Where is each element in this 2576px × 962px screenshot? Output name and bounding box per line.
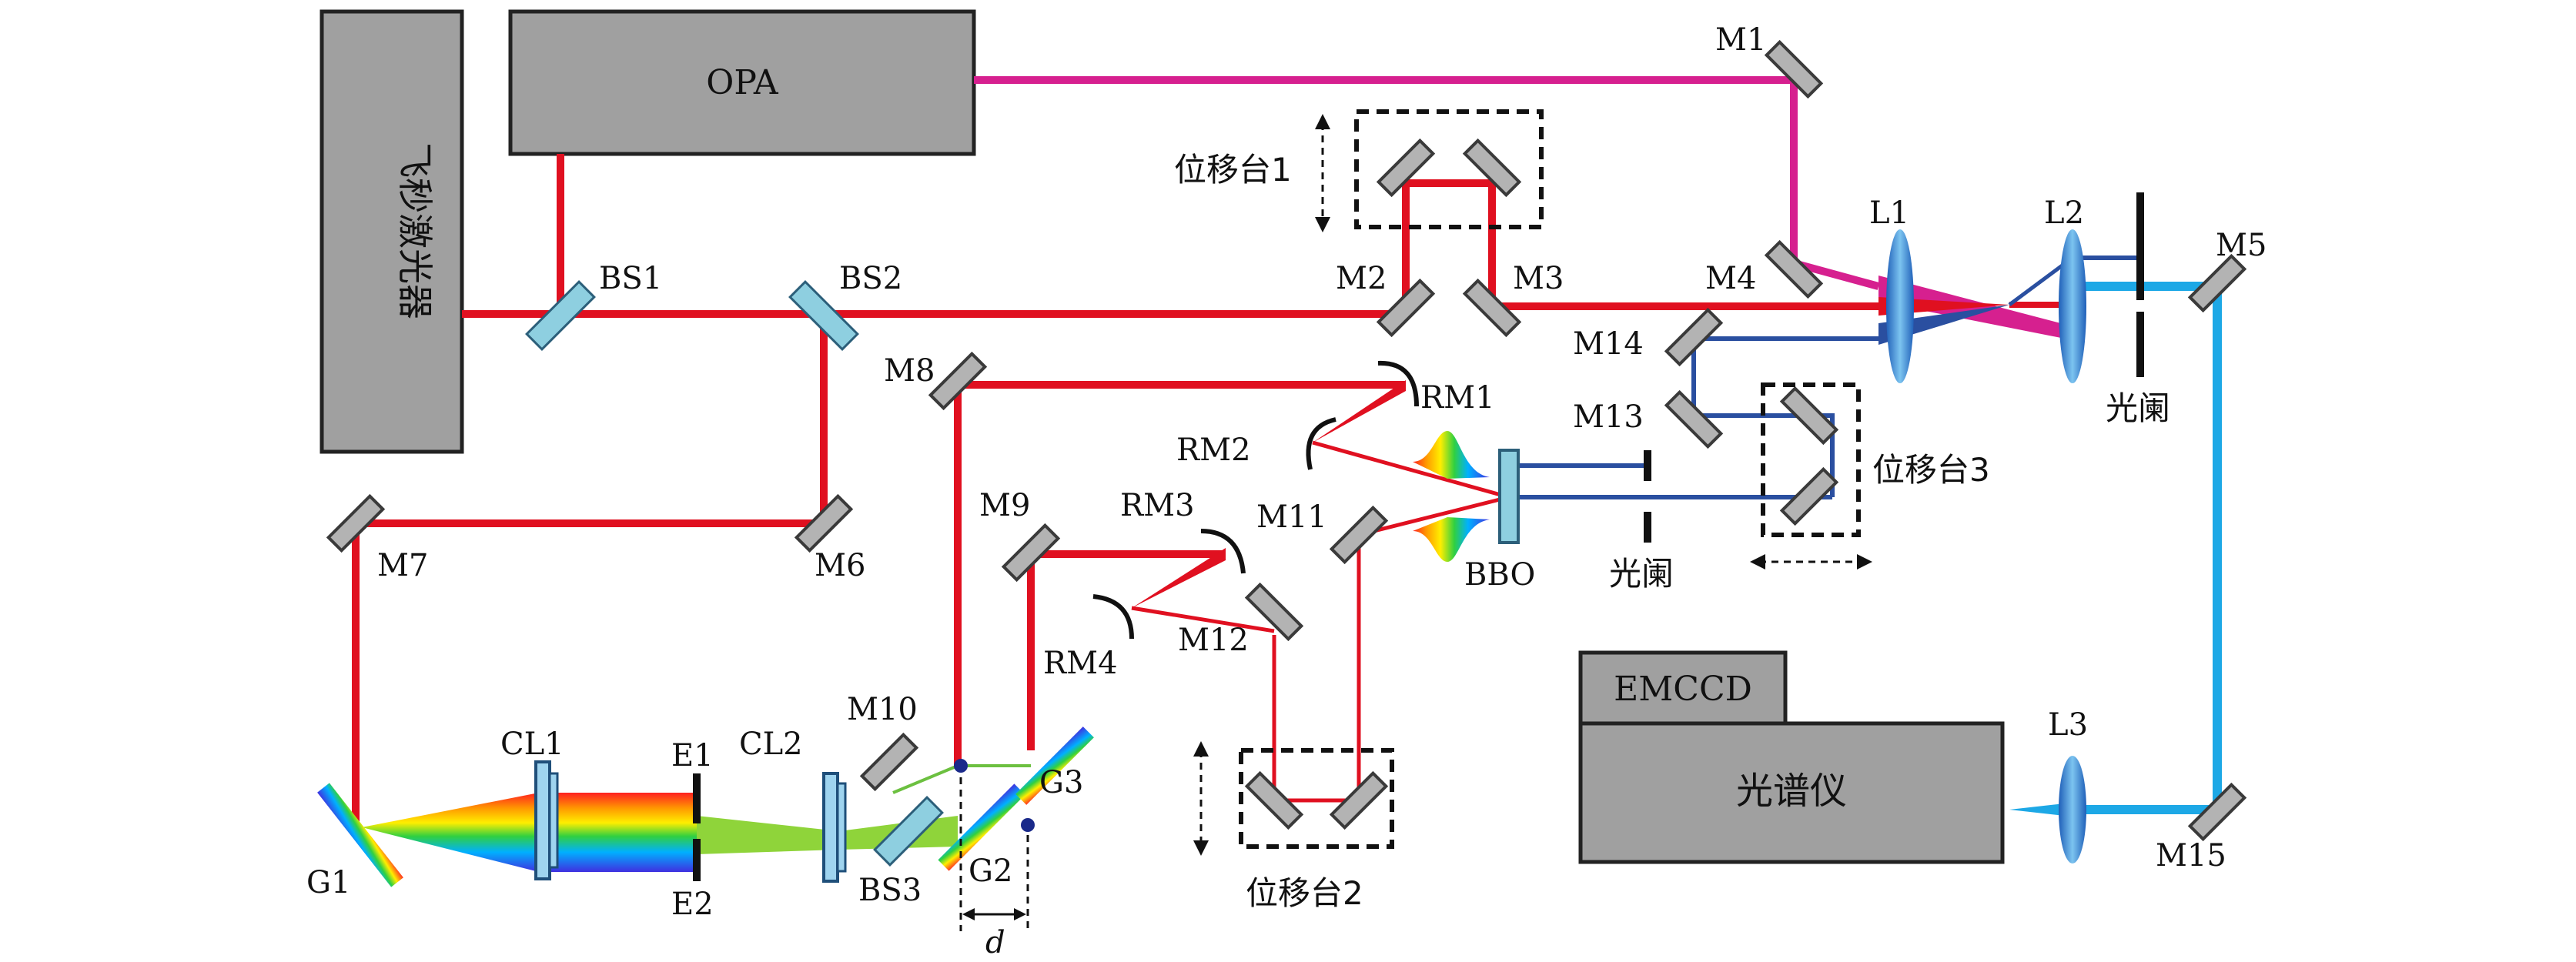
beamsplitter-BS1 xyxy=(525,280,596,351)
pulse-shape-upper xyxy=(1413,431,1490,479)
curved-mirror-RM1 xyxy=(1377,360,1419,407)
cylindrical-lens-CL2 xyxy=(822,772,847,883)
cylindrical-lens-CL1 xyxy=(534,760,559,880)
label-BS2: BS2 xyxy=(839,261,902,296)
mirror-M7 xyxy=(326,493,386,553)
mirror-M4 xyxy=(1764,239,1824,299)
mirror-M8 xyxy=(928,351,988,411)
delay-stage-1 xyxy=(1354,109,1544,229)
label-M3: M3 xyxy=(1513,261,1564,296)
stage1-arrow xyxy=(1315,114,1330,232)
mirror-M15 xyxy=(2187,782,2247,842)
stage1-mirror-left xyxy=(1376,138,1436,198)
label-M8: M8 xyxy=(884,353,935,389)
mirror-M3 xyxy=(1462,278,1522,338)
label-G2: G2 xyxy=(969,853,1012,889)
label-E1: E1 xyxy=(671,738,714,773)
mirror-M9 xyxy=(1001,523,1061,583)
mirror-M2 xyxy=(1376,278,1436,338)
label-M5: M5 xyxy=(2216,228,2267,263)
label-RM4: RM4 xyxy=(1043,646,1118,681)
stage1-mirror-right xyxy=(1462,138,1522,198)
label-M7: M7 xyxy=(377,548,428,583)
probe-beams xyxy=(1509,256,2140,499)
label-aperture-bottom: 光阑 xyxy=(1609,555,1674,593)
mirror-M10 xyxy=(859,732,919,792)
label-M14: M14 xyxy=(1573,326,1644,362)
label-M12: M12 xyxy=(1178,623,1249,658)
opa-beam xyxy=(974,76,2073,340)
stage2-mirror-left xyxy=(1244,770,1304,830)
mirror-M12 xyxy=(1244,582,1304,642)
grating-G1 xyxy=(317,783,403,887)
label-RM2: RM2 xyxy=(1176,433,1251,468)
label-M4: M4 xyxy=(1705,261,1756,296)
mirror-M11 xyxy=(1329,505,1389,565)
label-M15: M15 xyxy=(2156,838,2226,873)
label-M1: M1 xyxy=(1715,22,1766,58)
stage2-arrow xyxy=(1193,741,1209,856)
emccd-label: EMCCD xyxy=(1614,670,1752,709)
stage3-mirror-top xyxy=(1779,386,1839,446)
mirror-M6 xyxy=(794,493,854,553)
curved-mirror-RM3 xyxy=(1200,529,1246,574)
label-L2: L2 xyxy=(2044,195,2084,231)
delay-stage-3 xyxy=(1761,382,1861,537)
curved-mirror-RM2 xyxy=(1306,417,1337,470)
grating-G2 xyxy=(938,783,1025,871)
label-M13: M13 xyxy=(1573,399,1644,435)
label-d: d xyxy=(985,925,1005,960)
label-RM1: RM1 xyxy=(1420,380,1495,416)
label-M2: M2 xyxy=(1336,261,1387,296)
mirror-M1 xyxy=(1764,39,1824,99)
lens-L1 xyxy=(1886,229,1914,383)
laser-label: 飞秒激光器 xyxy=(394,142,436,319)
label-BBO: BBO xyxy=(1464,557,1535,593)
delay-stage-2 xyxy=(1239,748,1394,849)
bbo-crystal xyxy=(1498,449,1520,544)
label-E2: E2 xyxy=(671,887,714,922)
stage3-arrow xyxy=(1750,554,1872,570)
fundamental-beams xyxy=(352,154,2073,827)
signal-beam xyxy=(2009,282,2222,817)
stage2-mirror-right xyxy=(1329,770,1389,830)
label-RM3: RM3 xyxy=(1120,488,1195,523)
label-M6: M6 xyxy=(815,548,865,583)
curved-mirror-RM4 xyxy=(1092,594,1134,640)
label-G3: G3 xyxy=(1039,765,1083,800)
label-M9: M9 xyxy=(979,488,1030,523)
label-stage1: 位移台1 xyxy=(1174,151,1292,189)
label-stage3: 位移台3 xyxy=(1872,451,1990,489)
grating-G3 xyxy=(1015,727,1094,805)
pulse-shape-lower xyxy=(1413,517,1490,562)
label-G1: G1 xyxy=(306,865,350,900)
opa-label: OPA xyxy=(706,63,779,102)
label-stage2: 位移台2 xyxy=(1246,874,1363,912)
label-CL2: CL2 xyxy=(739,727,803,762)
mirror-M14 xyxy=(1664,307,1724,367)
lens-L2 xyxy=(2059,229,2086,383)
beamsplitter-BS2 xyxy=(788,280,859,351)
opa-beam-focus xyxy=(1878,276,2073,340)
stage3-mirror-bottom xyxy=(1779,466,1839,526)
label-L3: L3 xyxy=(2048,707,2088,743)
label-aperture-top: 光阑 xyxy=(2106,389,2170,427)
label-BS3: BS3 xyxy=(858,873,922,908)
mirror-M13 xyxy=(1664,389,1724,449)
mirror-M5 xyxy=(2187,253,2247,313)
lens-L3 xyxy=(2059,756,2086,863)
spectrometer-box xyxy=(1578,721,2005,864)
label-M11: M11 xyxy=(1256,499,1327,535)
label-L1: L1 xyxy=(1869,195,1909,231)
femtosecond-laser-box xyxy=(319,9,464,454)
beamsplitter-BS3 xyxy=(873,796,944,867)
stretched-spectrum-beam xyxy=(362,764,1031,872)
distance-marker-d xyxy=(954,759,1035,931)
opa-box xyxy=(508,9,976,156)
label-CL1: CL1 xyxy=(500,727,564,762)
spectrometer-label: 光谱仪 xyxy=(1736,770,1847,813)
label-BS1: BS1 xyxy=(599,261,662,296)
label-M10: M10 xyxy=(847,692,918,727)
